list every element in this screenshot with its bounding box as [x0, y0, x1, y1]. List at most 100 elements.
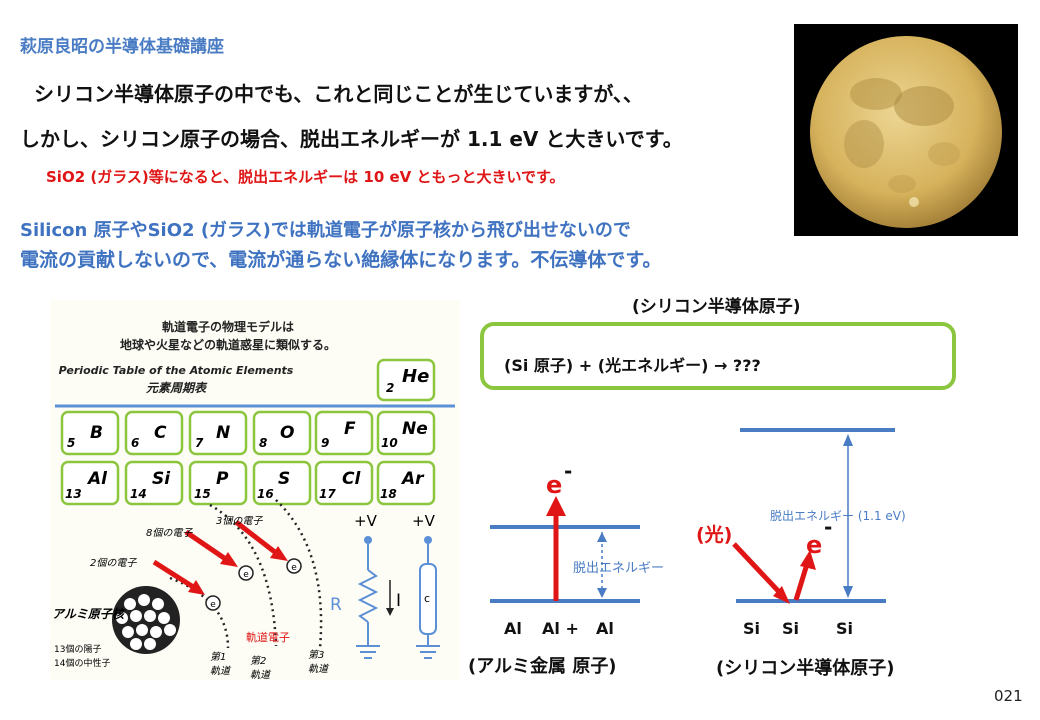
element-c-symbol: C — [154, 423, 167, 443]
moon-image — [810, 36, 1002, 228]
element-ar-number: 18 — [380, 487, 397, 501]
current-label: I — [396, 591, 401, 611]
silicon-diagram: 脱出エネルギー (1.1 eV) (光) e - Si Si Si (シリコン半… — [696, 428, 906, 679]
orbit-2-label-a: 第2 — [250, 655, 266, 667]
orbit-1-label-a: 第1 — [210, 651, 226, 663]
text-line-4: Silicon 原子やSiO2 (ガラス)では軌道電子が原子核から飛び出せないの… — [20, 220, 631, 241]
element-al-symbol: Al — [86, 469, 108, 489]
element-b-number: 5 — [67, 436, 75, 450]
element-cl-number: 17 — [319, 487, 336, 501]
equation-box — [480, 322, 956, 390]
electron-orbit-2-label: e — [243, 570, 249, 580]
cylinder-circuit: +V c — [412, 512, 440, 659]
light-arrow-head — [773, 586, 790, 604]
si-atom-label-1: Si — [743, 619, 760, 638]
si-atom-label-3: Si — [836, 619, 853, 638]
element-s-number: 16 — [257, 487, 274, 501]
cylinder-label: c — [424, 592, 430, 605]
element-ar-symbol: Ar — [400, 469, 425, 489]
periodic-table-subtitle: 元素周期表 — [146, 381, 208, 395]
electron-orbit-1-label: e — [210, 600, 216, 610]
text-line-5: 電流の貢献しないので、電流が通らない絶縁体になります。不伝導体です。 — [20, 249, 662, 271]
element-o-symbol: O — [280, 423, 294, 443]
light-arrow — [732, 542, 784, 597]
si-electron-sign: - — [824, 515, 832, 539]
element-row-3: 13 Al 14 Si 15 P 16 S 17 Cl 18 Ar — [60, 460, 436, 506]
page-number: 021 — [994, 687, 1023, 705]
orbit-3 — [275, 499, 323, 649]
element-cl-symbol: Cl — [342, 469, 361, 489]
element-he-number: 2 — [386, 381, 394, 395]
element-row-2: 5 B 6 C 7 N 8 O 9 F 10 Ne — [60, 410, 436, 456]
electron-orbit-2 — [238, 565, 254, 581]
orbit-2 — [209, 503, 278, 647]
element-s-symbol: S — [278, 469, 290, 489]
neutrons-label: 14個の中性子 — [54, 657, 110, 669]
label-3-electrons: 3個の電子 — [216, 515, 263, 527]
al-atom-label-3: Al — [596, 619, 614, 638]
element-f-number: 9 — [321, 436, 329, 450]
orbit-3-label-a: 第3 — [308, 649, 324, 661]
orbit-3-label-b: 軌道 — [308, 663, 330, 675]
element-c-number: 6 — [131, 436, 139, 450]
orbit-2-label-b: 軌道 — [250, 669, 272, 680]
element-n-symbol: N — [216, 423, 230, 443]
al-escape-energy-label: 脱出エネルギー — [573, 561, 664, 576]
moon-photo — [794, 24, 1018, 236]
element-al-number: 13 — [65, 487, 82, 501]
energy-band-diagram: e - 脱出エネルギー Al Al + Al (アルミ金属 原子) 脱出エネルギ… — [468, 428, 906, 679]
nucleus-label: アルミ原子核 — [52, 607, 126, 621]
label-8-electrons: 8個の電子 — [146, 527, 193, 539]
orbital-electron-label: 軌道電子 — [246, 630, 290, 644]
protons-label: 13個の陽子 — [54, 643, 101, 655]
element-f-symbol: F — [344, 419, 356, 439]
element-ne-symbol: Ne — [402, 419, 428, 439]
si-escape-energy-label: 脱出エネルギー (1.1 eV) — [770, 508, 906, 523]
element-p-number: 15 — [194, 487, 211, 501]
light-label: (光) — [696, 523, 732, 546]
si-electron-arrow-head — [800, 550, 816, 570]
element-o-number: 8 — [259, 436, 267, 450]
resistor-label: R — [330, 595, 342, 615]
si-atom-label-2: Si — [782, 619, 799, 638]
figure-caption-1: 軌道電子の物理モデルは — [162, 319, 294, 334]
atom-model-figure: 軌道電子の物理モデルは 地球や火星などの軌道惑星に類似する。 Periodic … — [50, 300, 460, 680]
al-atom-label-1: Al — [504, 619, 522, 638]
element-si-symbol: Si — [152, 469, 171, 489]
element-si-number: 14 — [130, 487, 147, 501]
electron-orbit-3 — [286, 558, 302, 574]
si-electron-label: e — [806, 531, 822, 559]
element-he-symbol: He — [402, 366, 429, 387]
element-n-number: 7 — [195, 436, 204, 450]
aluminum-diagram: e - 脱出エネルギー Al Al + Al (アルミ金属 原子) — [468, 459, 664, 677]
series-title: 萩原良昭の半導体基礎講座 — [20, 37, 224, 57]
text-line-3: SiO2 (ガラス)等になると、脱出エネルギーは 10 eV ともっと大きいです… — [46, 168, 565, 186]
periodic-table-title: Periodic Table of the Atomic Elements — [59, 364, 294, 377]
orbit-1 — [169, 576, 230, 649]
aluminum-nucleus — [112, 586, 180, 654]
al-electron-sign: - — [564, 459, 572, 483]
al-electron-label: e — [546, 471, 562, 499]
element-b-symbol: B — [90, 423, 103, 443]
resistor-voltage-label: +V — [354, 512, 378, 530]
element-ne-number: 10 — [381, 436, 398, 450]
figure-caption-2: 地球や火星などの軌道惑星に類似する。 — [120, 337, 336, 352]
element-p-symbol: P — [216, 469, 229, 489]
si-electron-arrow — [793, 563, 810, 601]
al-arrow-head — [546, 496, 566, 516]
si-caption: (シリコン半導体原子) — [716, 657, 894, 679]
electron-orbit-1 — [205, 595, 221, 611]
resistor-circuit: +V R I — [330, 512, 401, 659]
orbit-1-label-b: 軌道 — [210, 665, 232, 677]
force-arrows — [152, 520, 288, 595]
label-2-electrons: 2個の電子 — [90, 557, 137, 569]
element-he — [376, 358, 436, 402]
text-line-2: しかし、シリコン原子の場合、脱出エネルギーが 1.1 eV と大きいです。 — [20, 127, 683, 151]
al-caption: (アルミ金属 原子) — [468, 655, 617, 677]
al-atom-label-2: Al + — [542, 619, 579, 638]
electron-orbit-3-label: e — [291, 563, 297, 573]
equation-text: (Si 原子) + (光エネルギー) → ??? — [504, 356, 761, 375]
text-line-1: シリコン半導体原子の中でも、これと同じことが生じていますが、、 — [34, 82, 643, 106]
cylinder-voltage-label: +V — [412, 512, 436, 530]
right-figure-title: (シリコン半導体原子) — [632, 297, 801, 317]
